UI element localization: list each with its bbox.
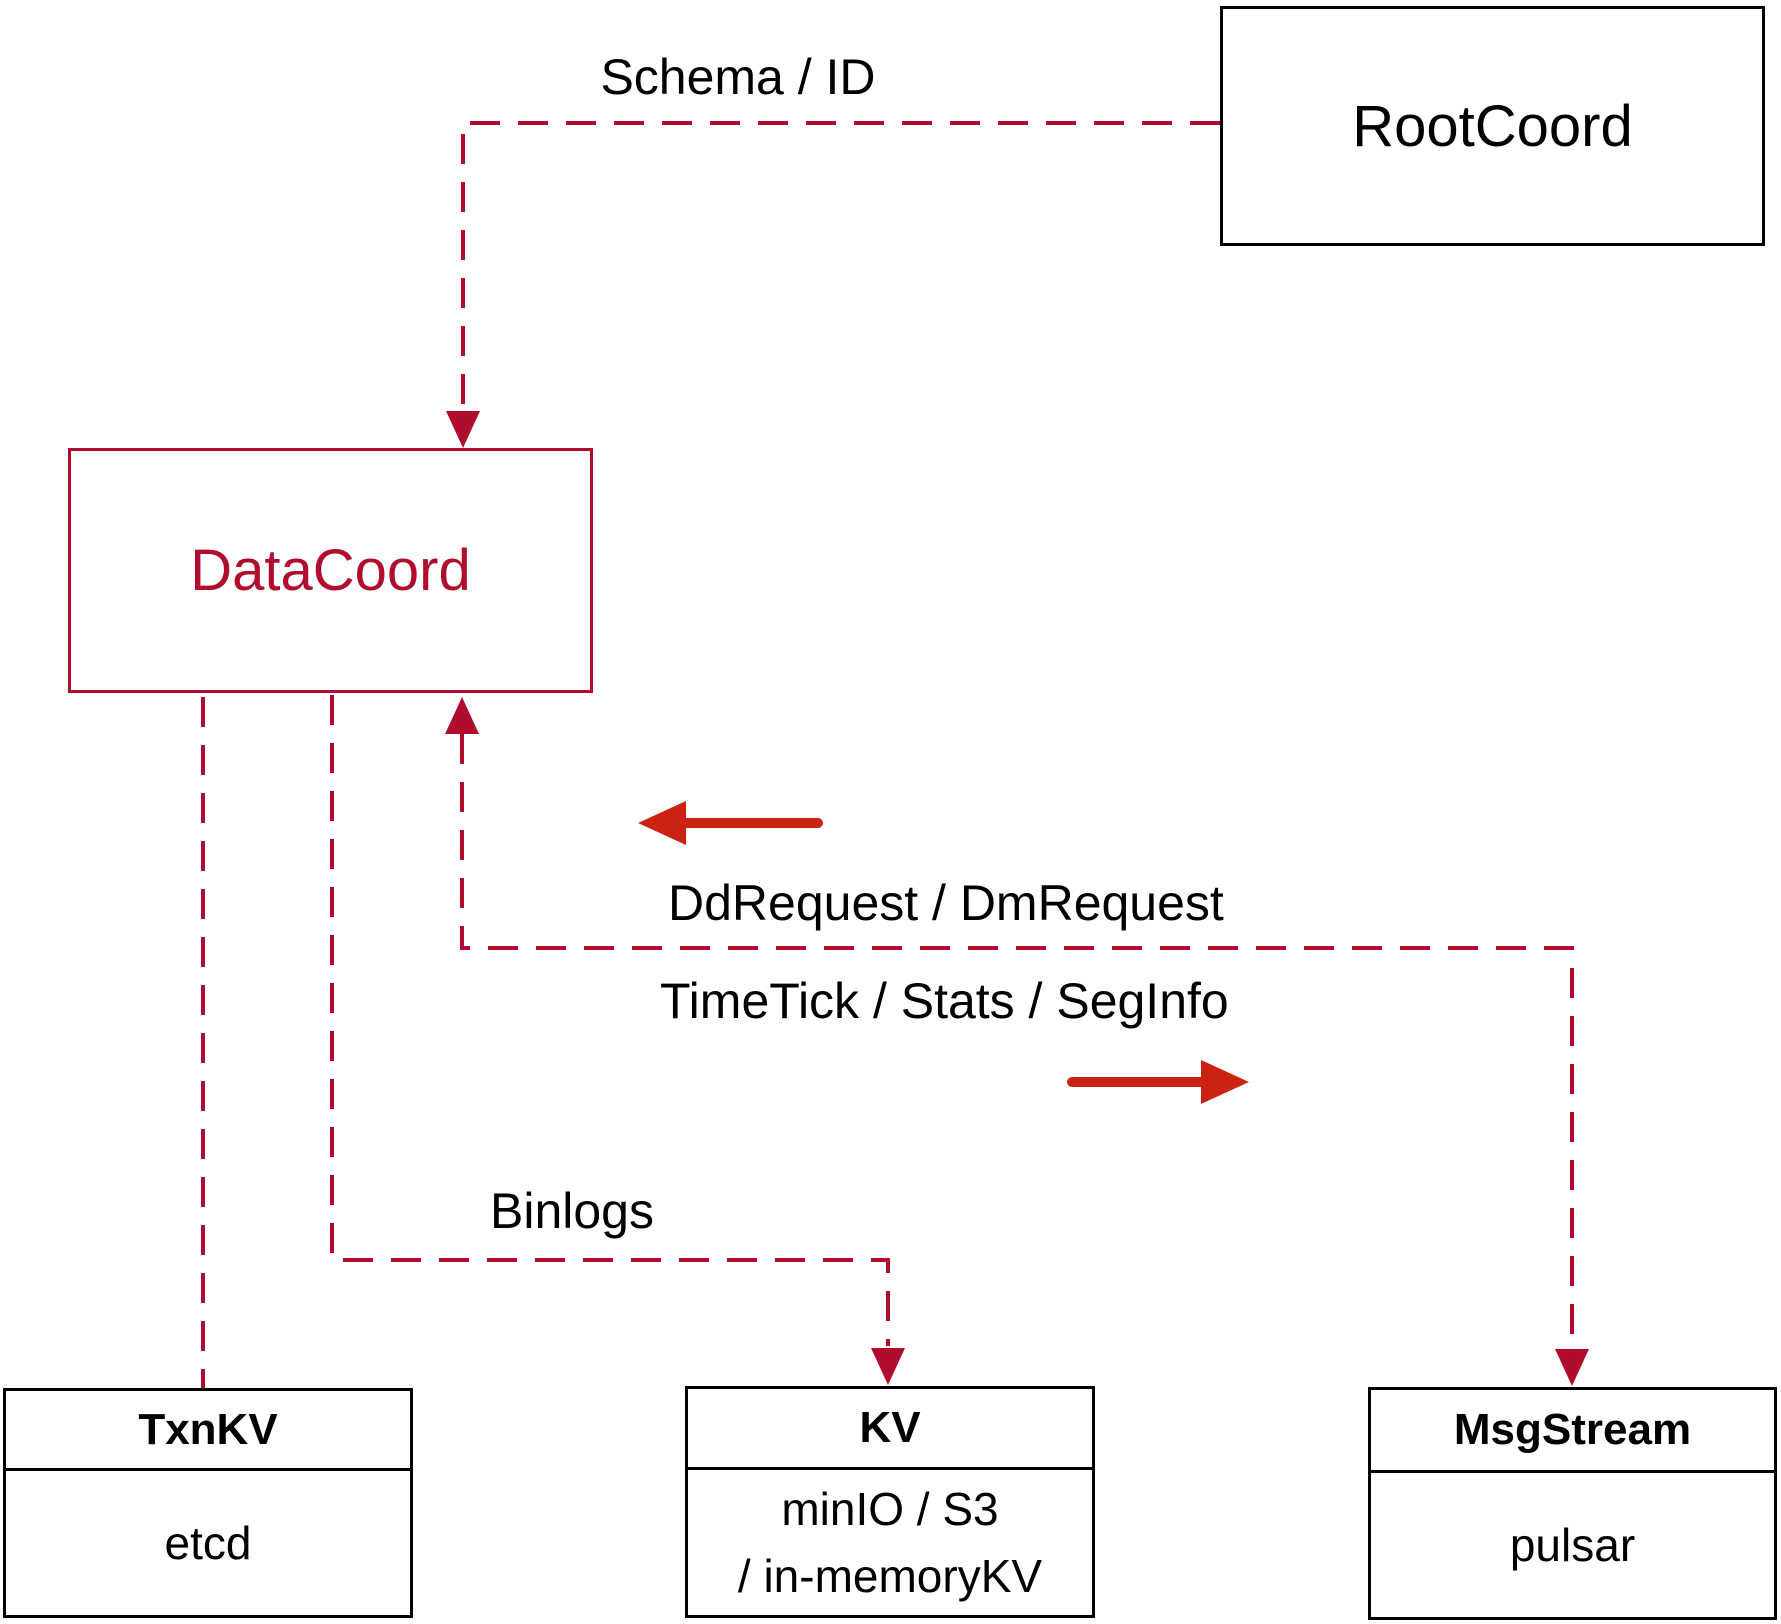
msgstream-title: MsgStream — [1371, 1390, 1774, 1473]
txnkv-node: TxnKV etcd — [3, 1388, 413, 1618]
msgstream-subtitle-text: pulsar — [1509, 1518, 1636, 1571]
kv-title: KV — [688, 1389, 1092, 1470]
left-direction-arrow-head — [638, 801, 686, 845]
txnkv-subtitle-text: etcd — [164, 1516, 252, 1569]
edge-binlogs-arrowhead — [871, 1348, 905, 1385]
edge-schema-id-arrowhead — [446, 411, 480, 448]
edge-timetick-down-arrowhead — [1555, 1349, 1589, 1386]
txnkv-title: TxnKV — [6, 1391, 410, 1471]
kv-subtitle-line2: / in-memoryKV — [737, 1549, 1043, 1602]
kv-node: KV minIO / S3 / in-memoryKV — [685, 1386, 1095, 1618]
datacoord-label: DataCoord — [190, 538, 471, 603]
edge-schema-id-line — [461, 121, 1220, 410]
edge-binlogs-line — [330, 695, 890, 1346]
edge-label-timetick-stats-seginfo: TimeTick / Stats / SegInfo — [660, 973, 1229, 1029]
kv-subtitle-line1: minIO / S3 — [781, 1482, 999, 1535]
edge-label-ddrequest-dmrequest: DdRequest / DmRequest — [668, 875, 1224, 931]
txnkv-subtitle: etcd — [6, 1471, 410, 1615]
rootcoord-node: RootCoord — [1220, 6, 1765, 246]
msgstream-node: MsgStream pulsar — [1368, 1387, 1777, 1620]
edge-label-schema-id: Schema / ID — [600, 49, 876, 105]
edge-ddrequest-line — [460, 734, 1574, 1347]
rootcoord-label: RootCoord — [1352, 93, 1633, 159]
edge-label-binlogs: Binlogs — [490, 1183, 654, 1239]
datacoord-node: DataCoord — [68, 448, 593, 693]
msgstream-subtitle: pulsar — [1371, 1473, 1774, 1617]
right-direction-arrow-head — [1201, 1060, 1249, 1104]
kv-subtitle: minIO / S3 / in-memoryKV — [688, 1470, 1092, 1615]
edge-ddrequest-up-arrowhead — [445, 697, 479, 734]
